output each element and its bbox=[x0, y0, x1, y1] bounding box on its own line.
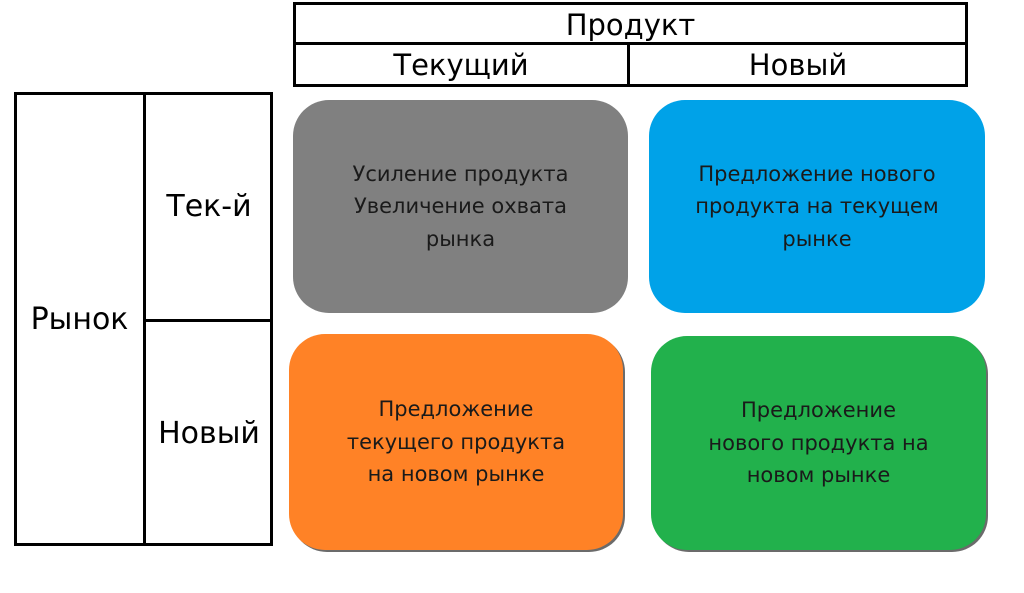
quadrant-line: Предложение нового bbox=[698, 161, 936, 186]
market-row-current: Тек-й bbox=[166, 188, 252, 224]
product-column-current: Текущий bbox=[393, 47, 529, 82]
quadrant-line: Увеличение охвата bbox=[353, 194, 568, 219]
quadrant-line: текущего продукта bbox=[346, 429, 566, 454]
quadrant-line: продукта на текущем bbox=[695, 194, 939, 219]
quadrant-current-product-current-market: Усиление продукта Увеличение охвата рынк… bbox=[293, 100, 628, 313]
product-column-new: Новый bbox=[748, 47, 848, 82]
quadrant-current-product-new-market: Предложение текущего продукта на новом р… bbox=[289, 334, 623, 550]
quadrant-line: рынке bbox=[782, 226, 852, 251]
product-header-title: Продукт bbox=[565, 8, 696, 42]
quadrant-new-product-new-market: Предложение нового продукта на новом рын… bbox=[651, 336, 986, 550]
quadrant-line: Предложение bbox=[378, 397, 534, 422]
market-row-title: Рынок bbox=[30, 301, 129, 337]
product-subheader-frame bbox=[293, 42, 968, 87]
quadrant-line: новом рынке bbox=[746, 463, 891, 488]
quadrant-line: на новом рынке bbox=[367, 462, 545, 487]
quadrant-line: Предложение bbox=[741, 398, 896, 423]
quadrant-new-product-current-market: Предложение нового продукта на текущем р… bbox=[649, 100, 985, 313]
quadrant-line: Усиление продукта bbox=[352, 161, 569, 186]
quadrant-line: нового продукта на bbox=[708, 430, 929, 455]
market-row-new: Новый bbox=[158, 416, 260, 451]
product-subheader-divider bbox=[627, 42, 630, 87]
market-header-horizontal-divider bbox=[143, 319, 273, 322]
quadrant-line: рынка bbox=[425, 226, 496, 251]
